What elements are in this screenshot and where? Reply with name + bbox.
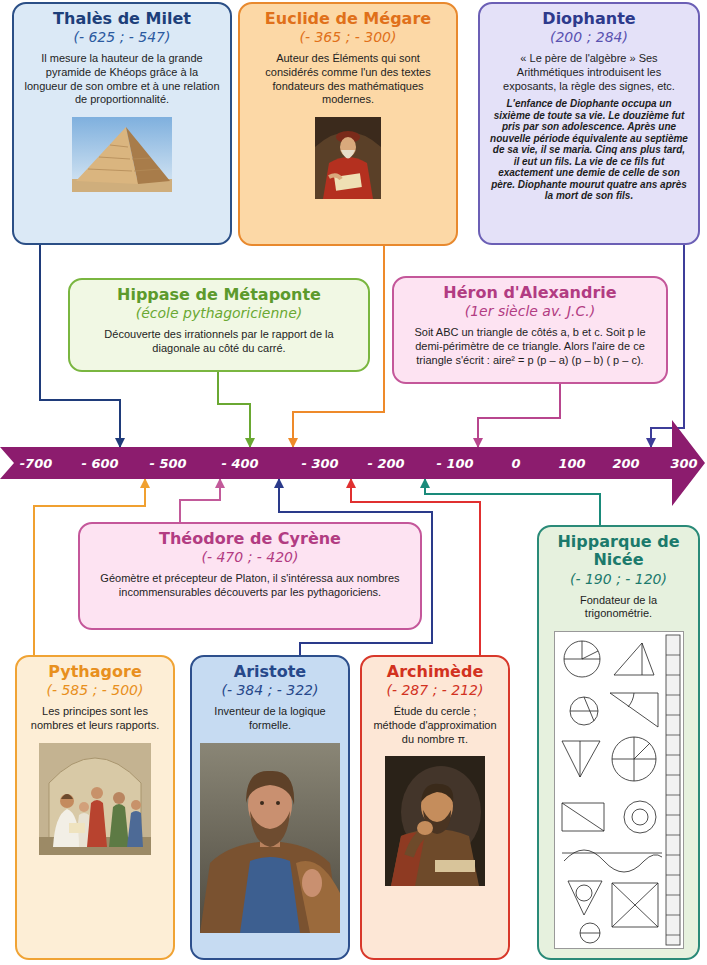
description: Inventeur de la logique formelle. [199, 705, 341, 733]
description: Étude du cercle ; méthode d'approximatio… [369, 705, 501, 746]
euclid-portrait [315, 117, 381, 199]
person-name: Théodore de Cyrène [87, 530, 413, 548]
person-card: Hipparque de Nicée(- 190 ; - 120) Fondate… [537, 525, 700, 960]
connector-arrow [180, 479, 220, 522]
person-name: Hippase de Métaponte [77, 286, 361, 304]
person-name: Pythagore [24, 663, 166, 681]
person-name: Thalès de Milet [21, 10, 223, 28]
date-range: (- 190 ; - 120) [546, 571, 691, 588]
pyramid-photo [72, 117, 172, 192]
archimedes-portrait [385, 756, 485, 886]
description: Soit ABC un triangle de côtés a, b et c.… [401, 326, 659, 367]
person-card: Aristote(- 384 ; - 322) Inventeur de la l… [190, 655, 350, 960]
aristotle-portrait [200, 743, 340, 933]
date-range: (école pythagoricienne) [77, 305, 361, 322]
description: Auteur des Éléments qui sont considérés … [247, 52, 449, 107]
person-name: Héron d'Alexandrie [401, 284, 659, 302]
description: « Le père de l'algèbre » Ses Arithmétiqu… [487, 52, 691, 93]
date-range: (- 585 ; - 500) [24, 682, 166, 699]
description: Géomètre et précepteur de Platon, il s'i… [87, 572, 413, 600]
year-tick: - 400 [221, 456, 258, 471]
year-tick: 300 [670, 456, 697, 471]
date-range: (- 287 ; - 212) [369, 682, 501, 699]
person-card: Hippase de Métaponte(école pythagoricien… [68, 278, 370, 372]
date-range: (- 470 ; - 420) [87, 549, 413, 566]
riddle-text: L'enfance de Diophante occupa un sixième… [487, 98, 691, 202]
year-tick: - 200 [367, 456, 404, 471]
year-tick: 0 [511, 456, 520, 471]
date-range: (- 625 ; - 547) [21, 29, 223, 46]
description: Il mesure la hauteur de la grande pyrami… [21, 52, 223, 107]
school-of-athens-detail [39, 743, 151, 855]
year-tick: - 500 [149, 456, 186, 471]
year-tick: 200 [612, 456, 639, 471]
connector-arrow [478, 384, 560, 447]
person-name: Archimède [369, 663, 501, 681]
date-range: (200 ; 284) [487, 29, 691, 46]
date-range: (- 365 ; - 300) [247, 29, 449, 46]
description: Les principes sont les nombres et leurs … [24, 705, 166, 733]
date-range: (1er siècle av. J.C.) [401, 303, 659, 320]
year-tick: 100 [558, 456, 585, 471]
description: Fondateur de la trigonométrie. [546, 594, 691, 622]
person-name: Diophante [487, 10, 691, 28]
person-card: Théodore de Cyrène(- 470 ; - 420) Géomètr… [78, 522, 422, 630]
person-name: Euclide de Mégare [247, 10, 449, 28]
connector-arrow [218, 372, 250, 447]
timeline-arrow: -700 - 600 - 500 - 400 - 300 - 200 - 100 0 100 20… [0, 418, 707, 508]
trigonometry-plate [554, 631, 684, 949]
description: Découverte des irrationnels par le rappo… [77, 328, 361, 356]
year-tick: -700 [20, 456, 53, 471]
person-card: Euclide de Mégare(- 365 ; - 300) Auteur d… [238, 2, 458, 246]
year-tick: - 100 [436, 456, 473, 471]
person-name: Aristote [199, 663, 341, 681]
year-tick: - 600 [81, 456, 118, 471]
person-card: Thalès de Milet(- 625 ; - 547) Il mesure … [12, 2, 232, 245]
person-card: Pythagore(- 585 ; - 500) Les principes so… [15, 655, 175, 960]
person-card: Archimède(- 287 ; - 212) Étude du cercle … [360, 655, 510, 960]
person-card: Héron d'Alexandrie(1er siècle av. J.C.) S… [392, 276, 668, 384]
date-range: (- 384 ; - 322) [199, 682, 341, 699]
timeline-band [0, 420, 705, 506]
person-card: Diophante(200 ; 284) « Le père de l'algèb… [478, 2, 700, 245]
person-name: Hipparque de Nicée [546, 533, 691, 570]
year-tick: - 300 [301, 456, 338, 471]
